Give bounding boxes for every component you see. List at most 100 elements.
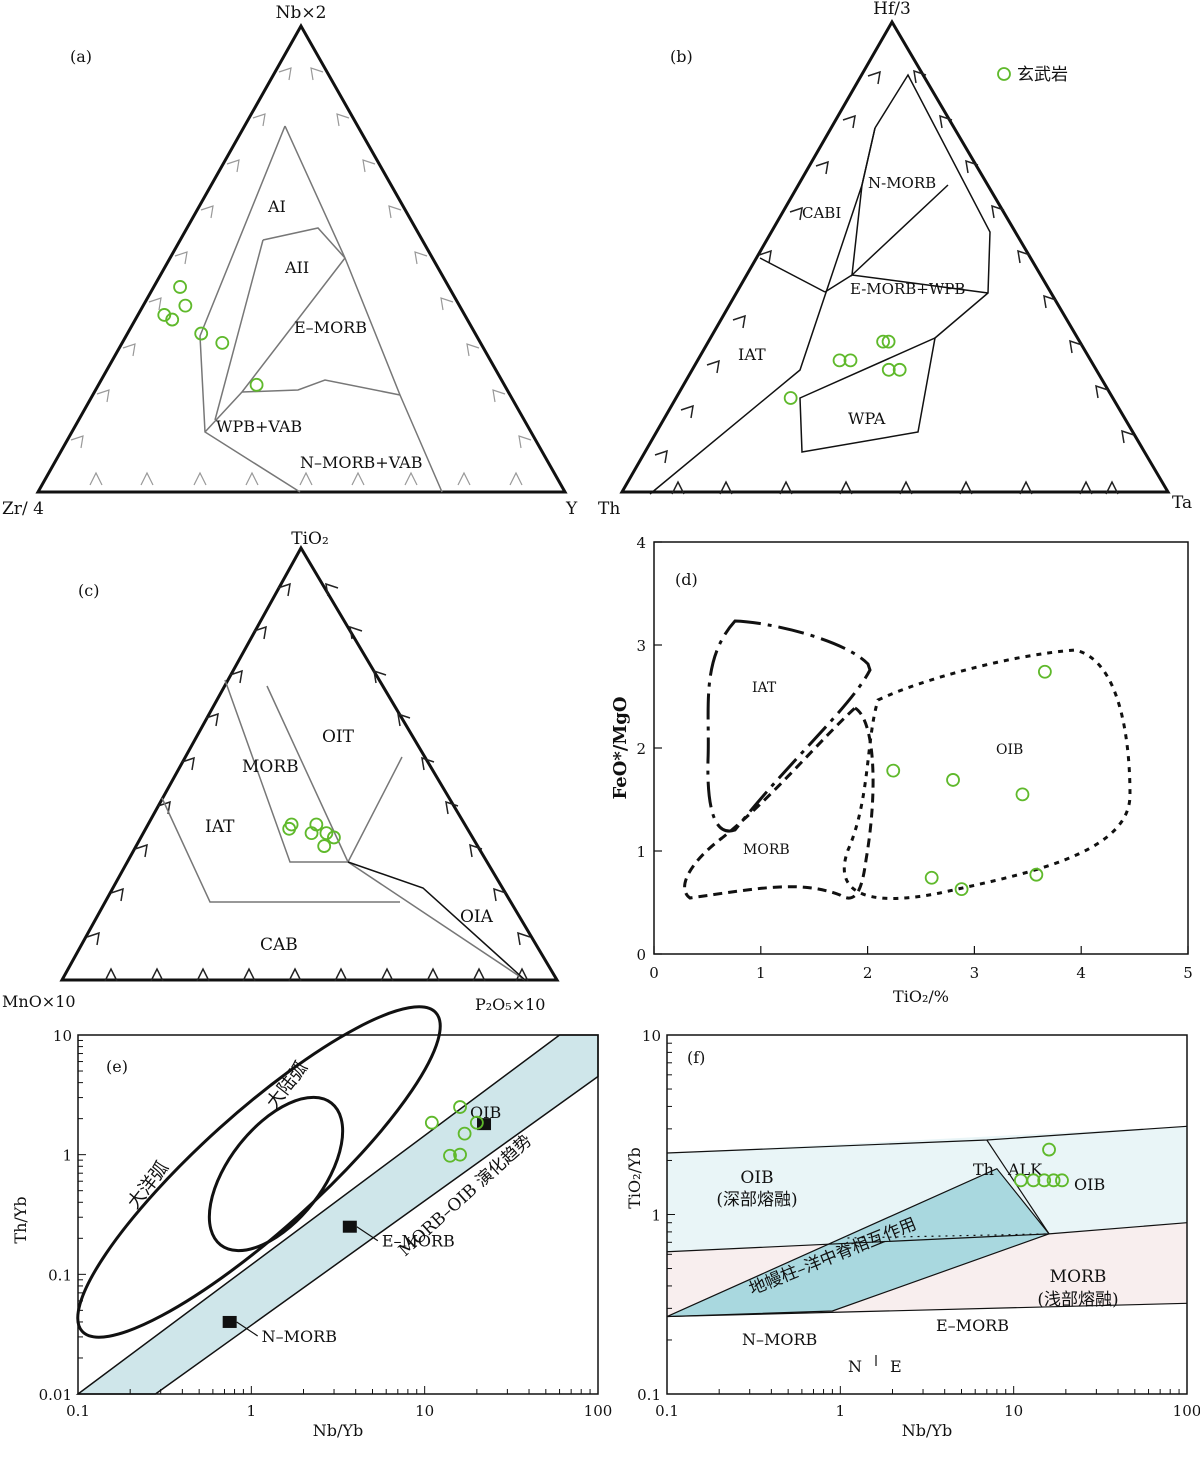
panel-b-legend: 玄武岩: [997, 65, 1068, 85]
reference-leader-2: [236, 1321, 259, 1337]
data-point-d-2: [886, 763, 901, 778]
panel-a-ticks: [70, 67, 532, 486]
panel-a: (a) AI AII E–MORB WPB+VAB N–MORB+VAB Nb×…: [2, 3, 578, 519]
panel-f-xtick-label-1: 1: [836, 1402, 846, 1420]
panel-d-ylabel: FeO*/MgO: [610, 696, 631, 799]
panel-b-field-emorbwpb: E-MORB+WPB: [850, 280, 965, 298]
panel-c-field-oit: OIT: [322, 727, 355, 747]
data-point-e-1: [424, 1115, 439, 1130]
panel-b-field-nmorb: N-MORB: [868, 174, 936, 192]
panel-d-iat-field: [706, 619, 872, 833]
data-point-c-6: [317, 839, 332, 853]
panel-e-xtick-label-3: 100: [584, 1402, 613, 1420]
panel-d-morb-field: [683, 706, 875, 900]
data-point-a-5: [194, 326, 209, 341]
data-point-c-5: [319, 826, 334, 841]
panel-b-field-wpa: WPA: [848, 409, 886, 428]
panel-c: (c) OIT MORB IAT CAB OIA TiO₂ MnO×10 P₂O…: [2, 529, 560, 1014]
panel-f-ytick-label-1: 1: [651, 1207, 661, 1225]
panel-c-ticks: [86, 582, 531, 982]
panel-c-oia-boundary: [347, 861, 526, 981]
panel-e-ytick-label-0: 0.01: [39, 1386, 72, 1404]
panel-b-field-iat: IAT: [738, 345, 766, 364]
panel-a-apex-right: Y: [565, 499, 578, 519]
panel-a-points: [157, 280, 264, 392]
panel-b-apex-right: Ta: [1172, 493, 1192, 513]
data-point-d-4: [1015, 787, 1030, 802]
data-point-e-2: [453, 1100, 467, 1114]
panel-a-field-nmorbvab: N–MORB+VAB: [300, 453, 423, 472]
panel-f-lower-boundary: [666, 1302, 1188, 1318]
panel-d-xtick-label-1: 1: [756, 964, 766, 982]
panel-f-ytick-label-0: 0.1: [637, 1386, 661, 1404]
data-point-a-2: [178, 298, 193, 313]
reference-leader-1: [356, 1226, 379, 1242]
panel-d-ytick-label-2: 2: [636, 740, 646, 758]
data-point-b-1: [783, 391, 798, 405]
panel-f-field-shallow-melting: (浅部熔融): [1037, 1290, 1118, 1310]
reference-label-0: OIB: [470, 1103, 501, 1122]
panel-e-continental-arc-outline: [207, 1095, 345, 1253]
panel-e-xtick-label-0: 0.1: [66, 1402, 90, 1420]
data-point-b-2: [832, 353, 847, 368]
panel-e-label: (e): [106, 1057, 128, 1076]
data-point-e-4: [469, 1115, 484, 1130]
panel-f-oib-field: [667, 1126, 1187, 1252]
panel-b-fields: [649, 73, 991, 495]
data-point-a-3: [157, 308, 172, 322]
panel-e-ytick-label-2: 1: [62, 1147, 72, 1165]
panel-d-ytick-label-4: 4: [636, 534, 646, 552]
panel-c-label: (c): [78, 581, 99, 600]
panel-d-oib-field: [842, 648, 1132, 900]
panel-d-field-oib: OIB: [996, 742, 1023, 758]
data-point-e-3: [457, 1126, 472, 1141]
panel-b-label: (b): [670, 47, 693, 66]
panel-b-apex-top: Hf/3: [873, 0, 911, 19]
data-point-d-3: [946, 773, 960, 787]
panel-b-points: [783, 334, 907, 405]
panel-d-ytick-label-0: 0: [636, 946, 646, 964]
panel-e-ytick-label-3: 10: [53, 1027, 72, 1045]
panel-f-ytick-label-2: 10: [642, 1027, 661, 1045]
panel-c-apex-top: TiO₂: [291, 529, 329, 549]
panel-b-apex-left: Th: [598, 499, 620, 519]
data-point-d-1: [1037, 664, 1052, 679]
panel-b-triangle: [619, 19, 1171, 494]
panel-d-points: [886, 664, 1052, 897]
panel-d-ytick-label-3: 3: [636, 637, 646, 655]
data-point-a-1: [173, 280, 187, 294]
data-point-f-6: [1055, 1173, 1069, 1188]
data-point-f-3: [1026, 1173, 1041, 1188]
panel-d-field-morb: MORB: [743, 842, 790, 858]
panel-c-field-oia: OIA: [460, 907, 494, 927]
panel-d-ytick-label-1: 1: [636, 843, 646, 861]
panel-d-xtick-label-2: 2: [863, 964, 873, 982]
panel-f-field-n: N: [848, 1357, 862, 1376]
panel-f-fields: [666, 1125, 1188, 1318]
data-point-d-5: [924, 870, 939, 885]
panel-e-frame: [77, 1034, 599, 1395]
panel-f-field-morb: MORB: [1050, 1267, 1107, 1287]
panel-c-apex-right: P₂O₅×10: [475, 995, 545, 1014]
panel-f-field-emorb: E–MORB: [936, 1316, 1009, 1335]
data-point-c-4: [309, 817, 324, 832]
panel-a-field-ai: AI: [267, 197, 286, 216]
panel-e-ytick-label-1: 0.1: [48, 1266, 72, 1284]
panel-a-apex-left: Zr/ 4: [2, 499, 44, 519]
panel-f-th-alk-divider: [986, 1139, 1050, 1235]
data-point-c-2: [282, 821, 297, 836]
panel-d-xtick-label-4: 4: [1076, 964, 1086, 982]
panel-a-field-aii: AII: [284, 258, 309, 277]
data-point-d-7: [1029, 867, 1044, 882]
panel-e-xtick-label-1: 1: [247, 1402, 257, 1420]
panel-c-triangle: [59, 544, 560, 982]
panel-a-label: (a): [70, 47, 92, 66]
panel-d-xtick-label-3: 3: [970, 964, 980, 982]
legend-basalt-marker: [997, 67, 1011, 81]
